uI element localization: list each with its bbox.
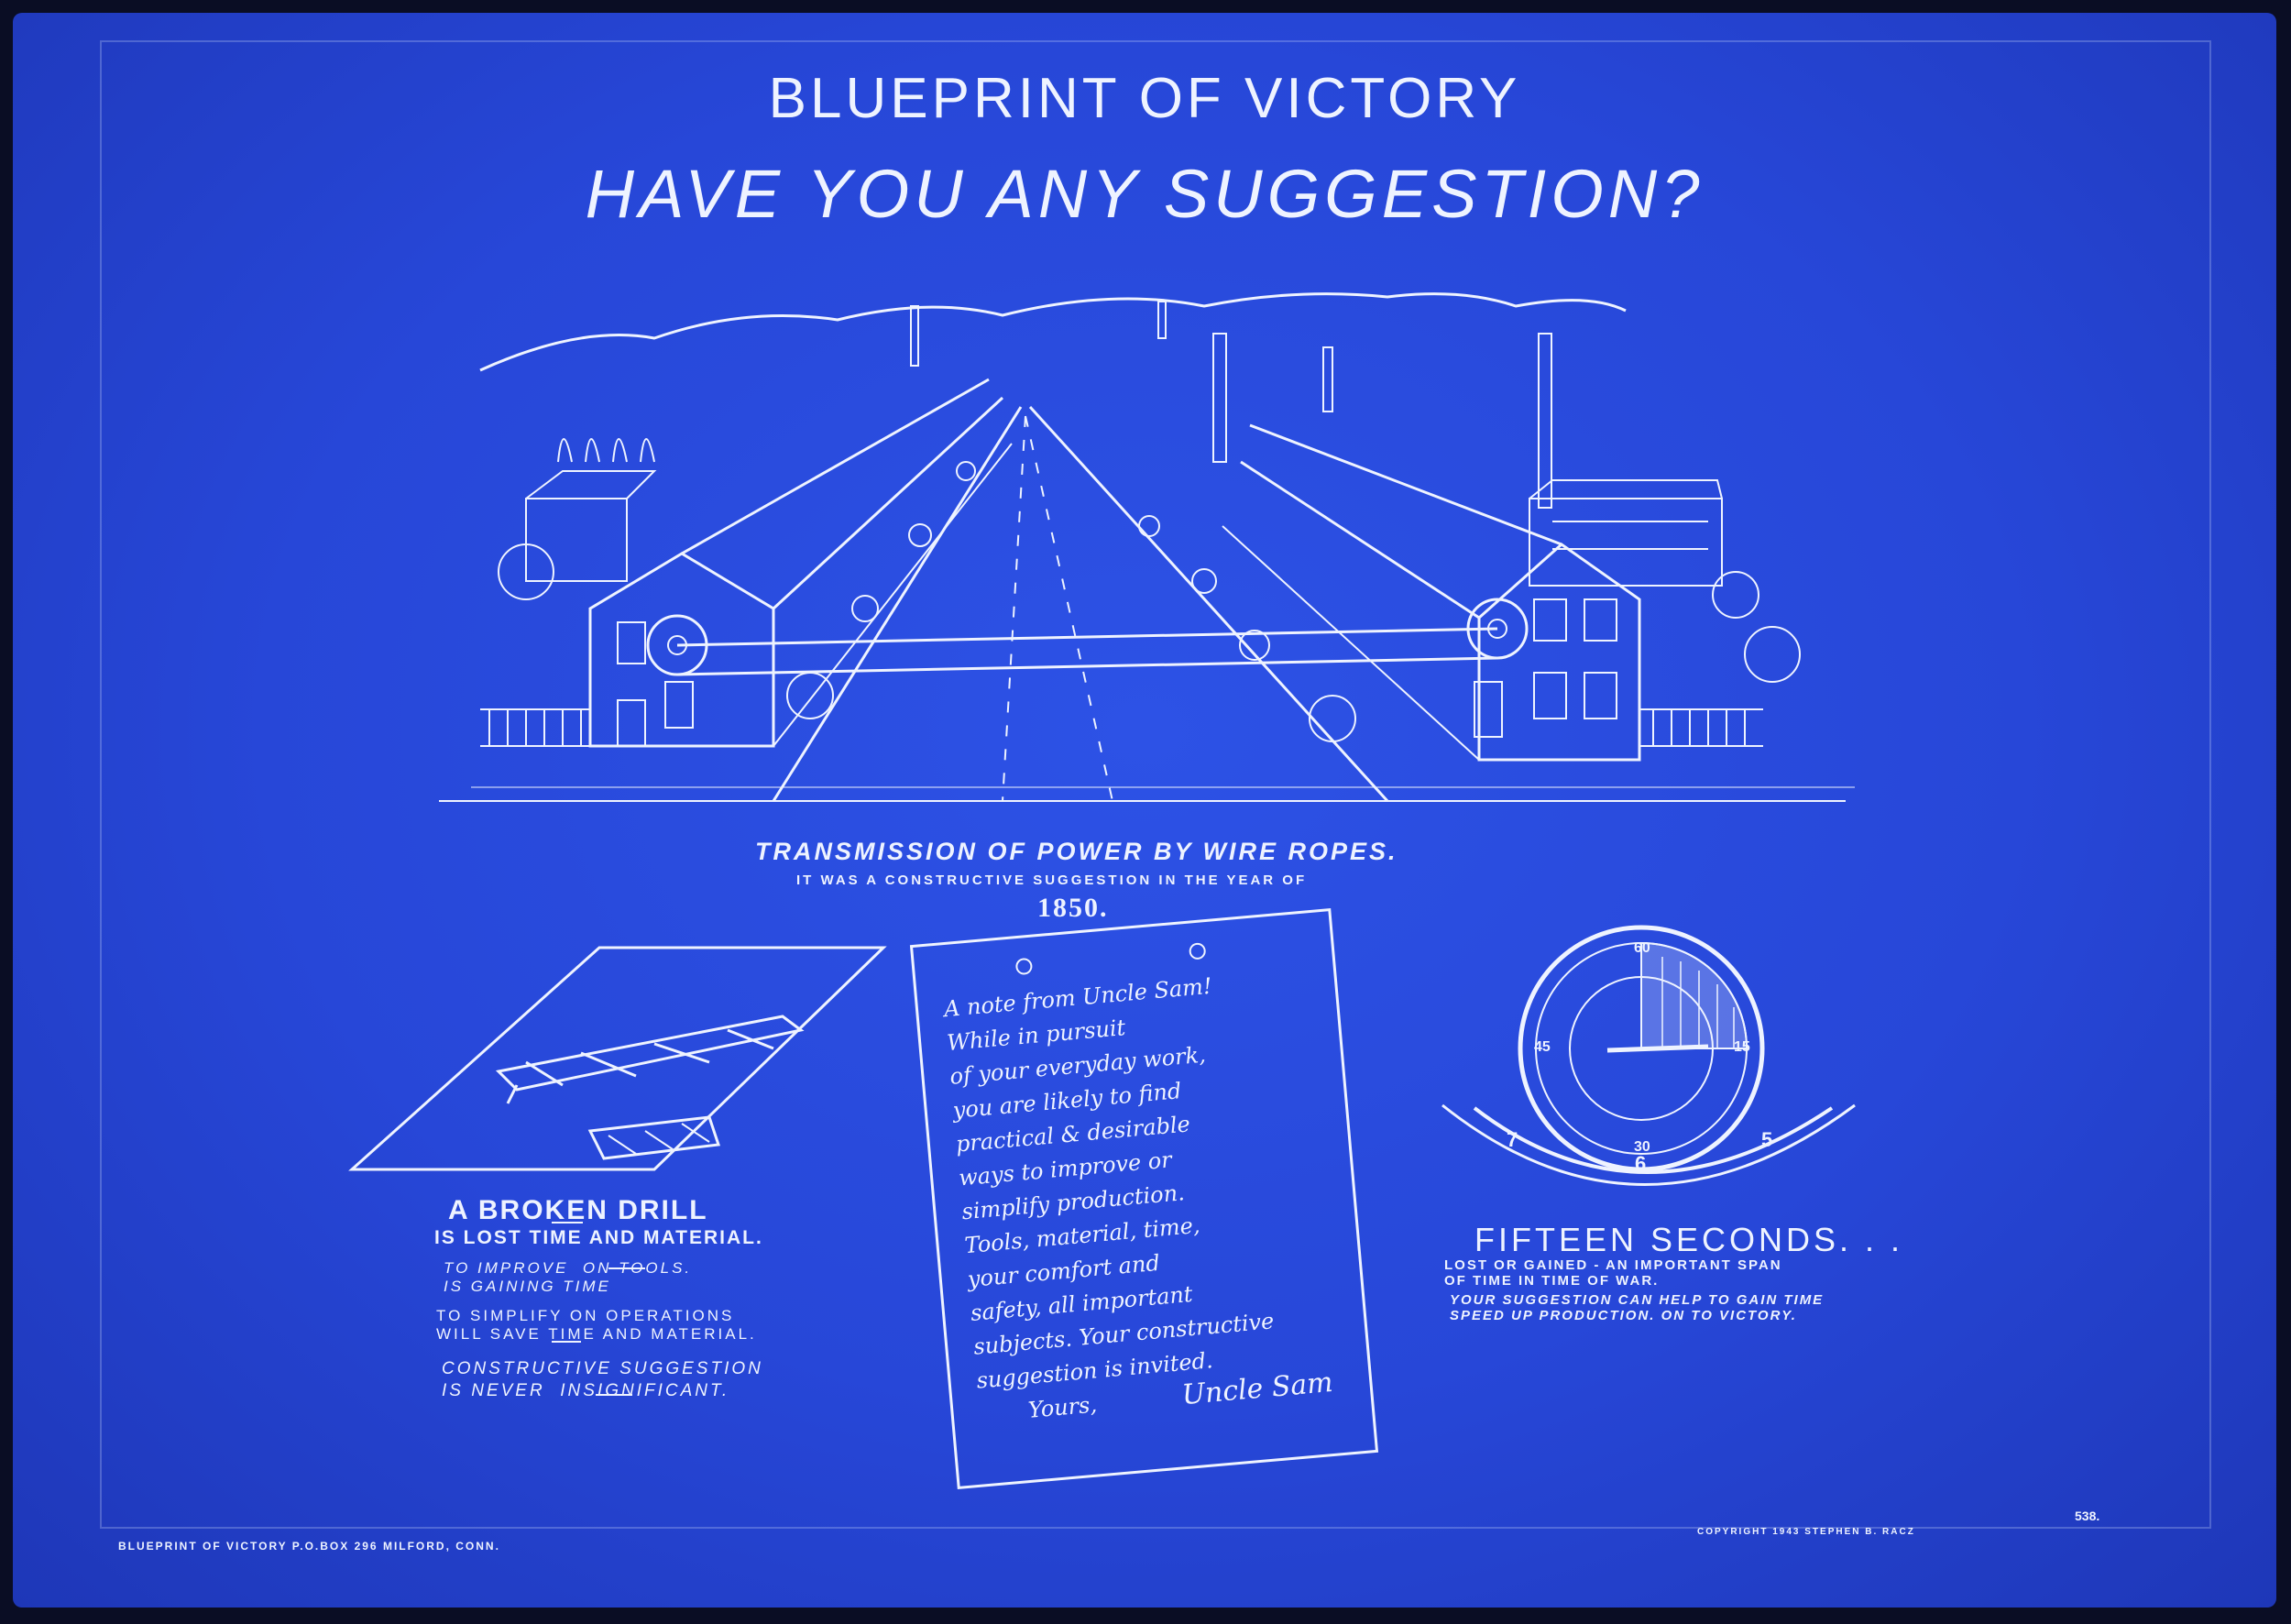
note-text: A note from Uncle Sam! While in pursuit … bbox=[943, 960, 1355, 1432]
factory-caption: TRANSMISSION OF POWER BY WIRE ROPES. bbox=[755, 838, 1398, 865]
fifteen-seconds-heading: FIFTEEN SECONDS. . . bbox=[1474, 1221, 1904, 1258]
note-body: While in pursuit of your everyday work, … bbox=[946, 1015, 1276, 1394]
drill-tip-constructive: CONSTRUCTIVE SUGGESTION IS NEVER INSIGNI… bbox=[442, 1359, 763, 1400]
fifteen-seconds-line2: YOUR SUGGESTION CAN HELP TO GAIN TIME SP… bbox=[1450, 1292, 1825, 1323]
dial-label-top: 60 bbox=[1634, 940, 1650, 956]
scale-label-6: 6 bbox=[1635, 1152, 1646, 1175]
broken-drill-illustration bbox=[348, 946, 887, 1171]
plate-number: 538. bbox=[2075, 1509, 2100, 1523]
note-closing: Yours, bbox=[1026, 1391, 1099, 1423]
factory-illustration bbox=[439, 292, 1855, 803]
drill-subheading: IS LOST TIME AND MATERIAL. bbox=[434, 1227, 763, 1248]
dial-label-right: 15 bbox=[1734, 1039, 1750, 1055]
dial-label-bottom: 30 bbox=[1634, 1139, 1650, 1155]
inner-frame bbox=[100, 40, 2211, 1529]
scale-label-5: 5 bbox=[1761, 1128, 1772, 1151]
blueprint-poster: 60 15 30 45 7 6 5 BLUEPRINT OF VICTORY H… bbox=[13, 13, 2276, 1608]
uncle-sam-note: A note from Uncle Sam! While in pursuit … bbox=[909, 908, 1379, 1489]
line-drawings: 60 15 30 45 7 6 5 bbox=[348, 292, 1856, 1396]
note-heading: A note from Uncle Sam! bbox=[942, 972, 1213, 1023]
punch-hole bbox=[1014, 957, 1034, 976]
poster-title: BLUEPRINT OF VICTORY bbox=[768, 67, 1521, 130]
drill-tip-improve: TO IMPROVE ON TOOLS. IS GAINING TIME bbox=[444, 1259, 693, 1295]
punch-hole bbox=[1188, 942, 1207, 960]
factory-year: 1850. bbox=[1037, 893, 1109, 923]
footer-copyright: COPYRIGHT 1943 STEPHEN B. RACZ bbox=[1697, 1527, 1915, 1537]
drill-heading: A BROKEN DRILL bbox=[448, 1195, 708, 1225]
stopwatch-illustration bbox=[1441, 925, 1856, 1186]
scale-label-7: 7 bbox=[1507, 1128, 1518, 1151]
poster-question: HAVE YOU ANY SUGGESTION? bbox=[585, 156, 1705, 232]
factory-subcaption: IT WAS A CONSTRUCTIVE SUGGESTION IN THE … bbox=[796, 872, 1308, 888]
dial-label-left: 45 bbox=[1534, 1039, 1551, 1055]
fifteen-seconds-line1: LOST OR GAINED - AN IMPORTANT SPAN OF TI… bbox=[1444, 1257, 1782, 1289]
footer-address: BLUEPRINT OF VICTORY P.O.BOX 296 MILFORD… bbox=[118, 1540, 500, 1553]
drill-tip-simplify: TO SIMPLIFY ON OPERATIONS WILL SAVE TIME… bbox=[436, 1307, 757, 1343]
